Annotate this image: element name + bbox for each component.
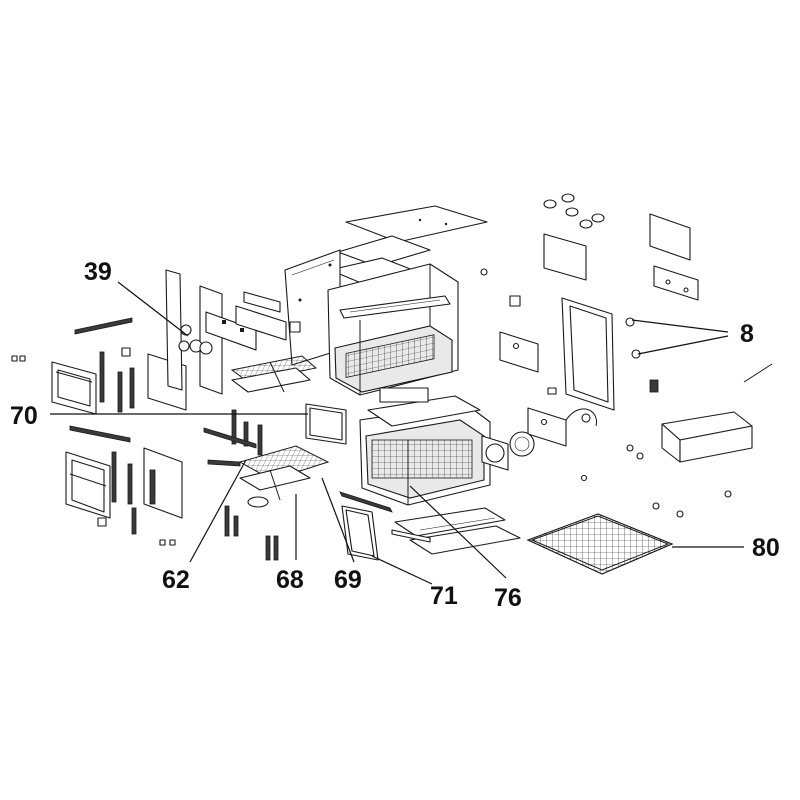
upper-broiler-rack <box>230 355 318 393</box>
oven-rack <box>526 513 674 575</box>
upper-oven-door-glass <box>305 403 347 445</box>
lower-door-glass <box>143 447 183 519</box>
warming-drawer-box <box>661 411 753 463</box>
small-fasteners <box>480 268 732 518</box>
lower-oven-door-glass <box>341 505 379 561</box>
callout-80: 80 <box>752 534 780 562</box>
element-brackets <box>499 331 567 447</box>
rear-frame <box>284 249 341 366</box>
lower-broiler-pan <box>239 465 311 508</box>
lower-door-hinges <box>97 451 176 546</box>
callout-39: 39 <box>84 258 112 286</box>
callout-62: 62 <box>162 566 190 594</box>
top-inner-panel <box>337 235 431 267</box>
callout-68: 68 <box>276 566 304 594</box>
lower-oven-cavity <box>359 403 491 506</box>
control-knobs <box>543 193 605 229</box>
callout-70: 70 <box>10 402 38 430</box>
stray-line-marker <box>743 363 773 383</box>
side-panel-frame <box>561 297 615 411</box>
lower-rack-supports <box>207 459 279 561</box>
convection-fan <box>481 431 535 471</box>
upper-door-handle <box>74 317 133 335</box>
indicator-lamps <box>625 317 659 393</box>
callout-71: 71 <box>430 582 458 610</box>
lower-top-panel <box>367 387 481 427</box>
lower-bottom-tray <box>394 507 521 555</box>
lower-door-handle <box>69 425 131 443</box>
callout-69: 69 <box>334 566 362 594</box>
top-cover-panel <box>345 205 488 243</box>
fan-motor-wiring <box>565 408 597 427</box>
lower-side-rail <box>339 491 431 543</box>
upper-door <box>51 361 97 415</box>
upper-door-hinges <box>11 347 135 413</box>
upper-rack-supports <box>203 409 263 456</box>
callout-8: 8 <box>740 320 754 348</box>
leader-lines <box>50 281 744 585</box>
control-switch-strip <box>205 291 301 351</box>
side-trim-panels <box>543 213 699 301</box>
lower-door <box>65 451 111 519</box>
upper-rack-guides <box>339 295 451 319</box>
upper-oven-cavity <box>327 263 459 396</box>
callout-76: 76 <box>494 584 522 612</box>
